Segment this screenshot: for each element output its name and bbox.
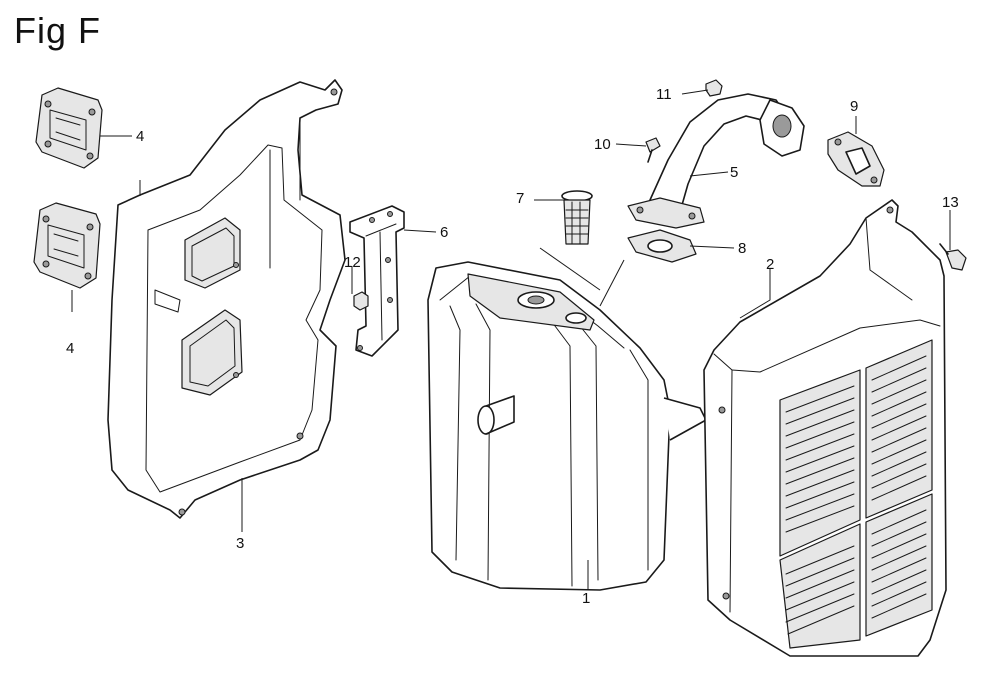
callout-part-3: 3	[236, 535, 245, 552]
callout-part-9: 9	[850, 98, 859, 115]
callout-part-10: 10	[594, 136, 611, 153]
gasket-part-8	[627, 229, 697, 263]
callout-part-2: 2	[766, 256, 775, 273]
muffler-cover-part-3	[107, 79, 346, 519]
plate-part-4-lower	[33, 202, 101, 289]
muffler-body-part-1	[427, 261, 707, 591]
spark-arrester-part-7	[561, 190, 593, 245]
callout-part-11: 11	[656, 86, 672, 103]
bracket-part-6	[349, 205, 405, 357]
callout-part-4-upper: 4	[136, 128, 145, 145]
callout-part-1: 1	[582, 590, 591, 607]
callout-part-6: 6	[440, 224, 449, 241]
gasket-part-9	[827, 131, 885, 187]
callout-part-7: 7	[516, 190, 525, 207]
figure-title: Fig F	[14, 10, 102, 51]
callout-part-4-lower: 4	[66, 340, 75, 357]
callout-part-8: 8	[738, 240, 747, 257]
nut-part-12	[353, 291, 369, 311]
exhaust-pipe-part-5	[627, 93, 805, 229]
callout-part-5: 5	[730, 164, 739, 181]
nut-part-11	[705, 79, 723, 97]
callout-part-12: 12	[344, 254, 361, 271]
grille-cover-part-2	[703, 199, 947, 657]
leader-lines	[71, 89, 951, 590]
callout-part-13: 13	[942, 194, 959, 211]
plate-part-4-upper	[35, 87, 103, 169]
bolt-part-13	[939, 243, 967, 271]
bolt-part-10	[645, 137, 661, 163]
